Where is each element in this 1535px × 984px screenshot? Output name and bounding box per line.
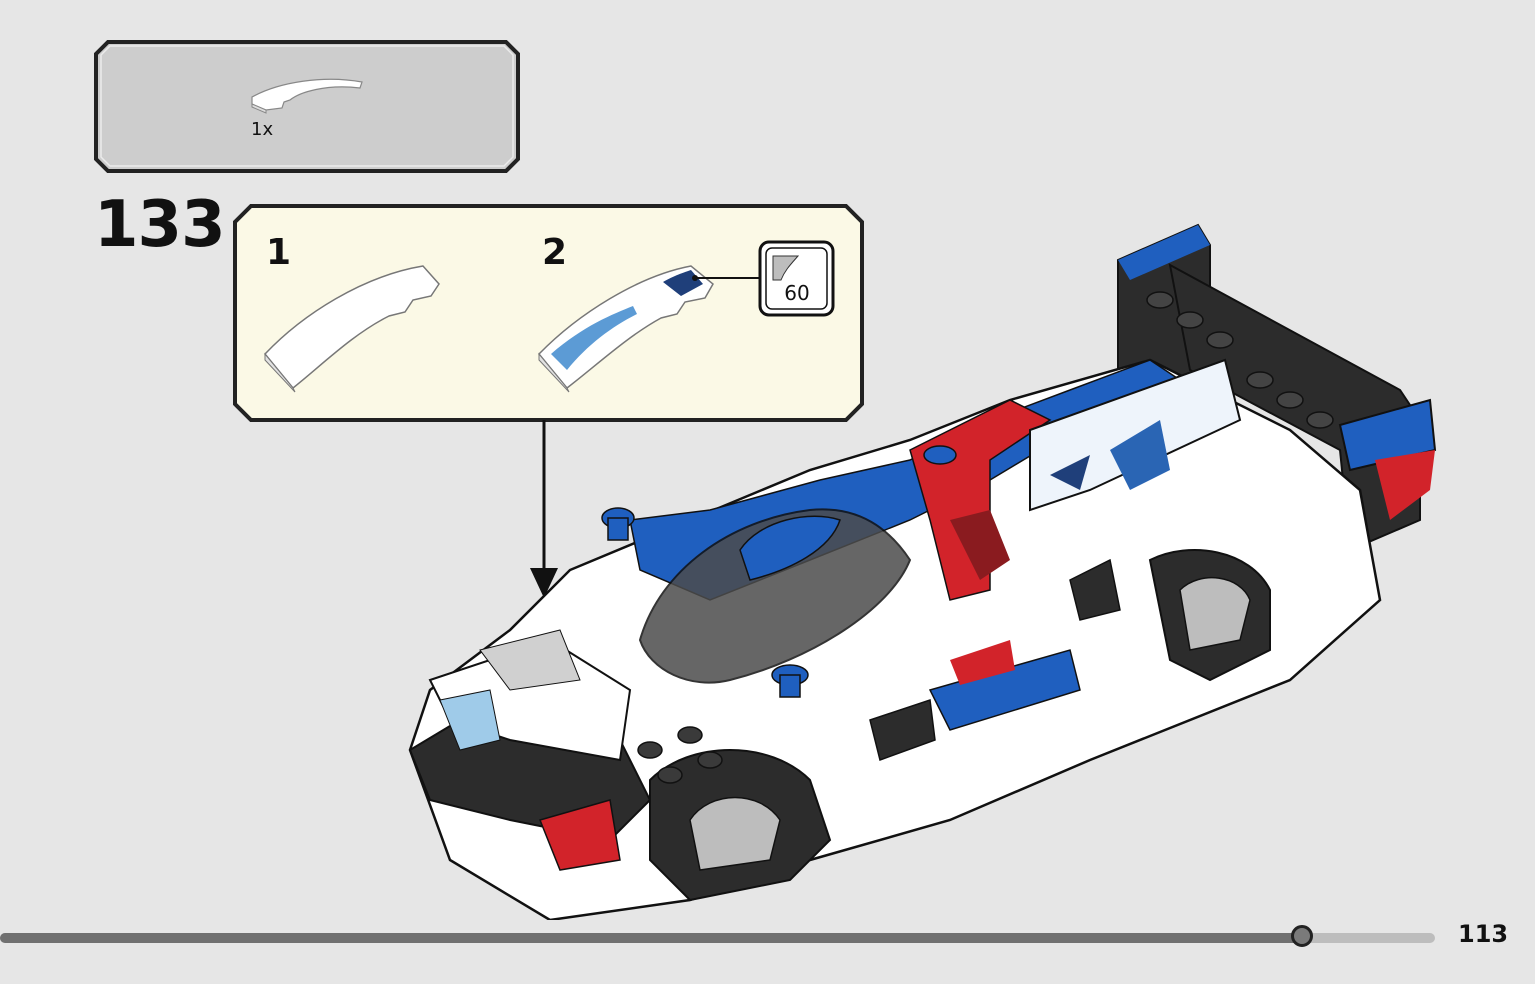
sticker-peel-icon bbox=[772, 255, 800, 281]
parts-list-panel bbox=[94, 40, 520, 173]
page-number: 113 bbox=[1458, 920, 1509, 948]
substep-2-part-icon bbox=[537, 265, 714, 393]
bmw-race-car-model-icon bbox=[408, 223, 1437, 920]
substep-1-part-icon bbox=[263, 265, 440, 393]
part-quantity: 1x bbox=[251, 119, 274, 140]
curved-slope-brick-white-icon bbox=[251, 78, 363, 114]
substep-1-label: 1 bbox=[266, 232, 292, 273]
substep-callout-panel bbox=[233, 204, 864, 422]
progress-knob[interactable] bbox=[1291, 925, 1313, 947]
substep-2-label: 2 bbox=[542, 232, 568, 273]
step-number: 133 bbox=[94, 188, 226, 262]
progress-fill bbox=[0, 933, 1302, 943]
sticker-number: 60 bbox=[784, 281, 810, 305]
sticker-callout-box bbox=[758, 240, 835, 317]
placement-arrow-icon bbox=[530, 420, 558, 598]
